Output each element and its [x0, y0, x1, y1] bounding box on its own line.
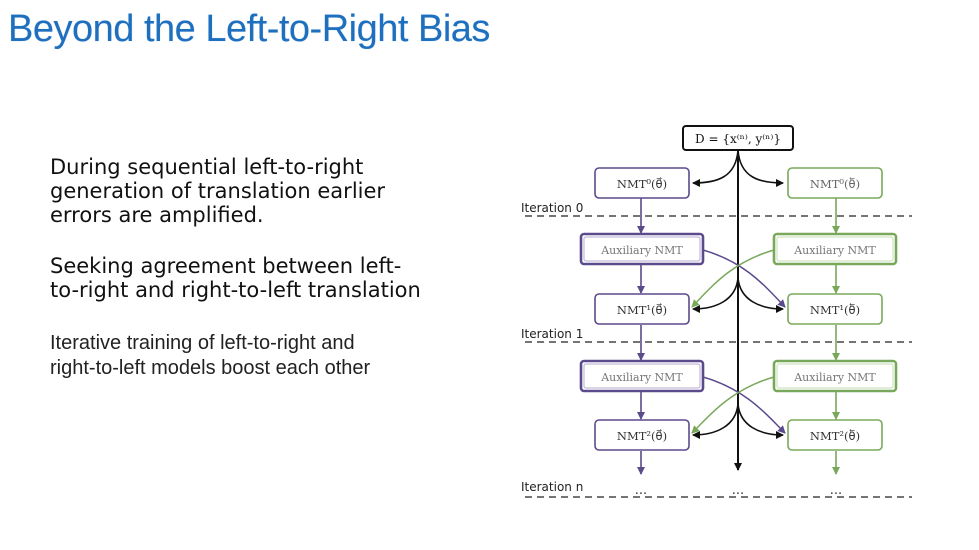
bullet-2: Seeking agreement between left- to-right… [50, 254, 490, 302]
aux-right-to-left-2-cross-arrow [691, 376, 775, 434]
left-model-2-label: NMT²(θ⃗) [617, 428, 667, 443]
right-model-0-box [787, 167, 883, 199]
aux-left-0-label: Auxiliary NMT [600, 244, 683, 257]
aux-right-to-left-1-cross-arrow [691, 249, 775, 308]
left-model-1-label: NMT¹(θ⃗) [617, 302, 667, 317]
aux-right-1-label: Auxiliary NMT [793, 371, 876, 384]
data-to-right-1-arrow [737, 277, 784, 313]
bullet-3-line-2: right-to-left models boost each other [50, 357, 371, 379]
right-model-1-label: NMT¹(θ⃖) [810, 302, 860, 317]
right-model-2-label: NMT²(θ⃖) [810, 428, 860, 443]
center-ellipsis: ... [732, 483, 744, 498]
aux-left-0-box [579, 232, 705, 266]
aux-left-1-label: Auxiliary NMT [600, 371, 683, 384]
bullet-1-line-2: generation of translation earlier [50, 179, 386, 203]
aux-left-to-right-2-cross-arrow [702, 376, 786, 434]
data-to-left-2-arrow [692, 403, 739, 439]
left-ellipsis: ... [635, 483, 647, 498]
bullet-1: During sequential left-to-right generati… [50, 155, 490, 227]
page-title: Beyond the Left-to-Right Bias [8, 8, 490, 50]
aux-right-0-box [772, 232, 898, 266]
bullet-1-line-1: During sequential left-to-right [50, 155, 364, 179]
aux-right-1-box [772, 359, 898, 393]
bullet-3-line-1: Iterative training of left-to-right and [50, 332, 355, 354]
aux-right-0-label: Auxiliary NMT [793, 244, 876, 257]
bullet-3: Iterative training of left-to-right and … [50, 331, 490, 381]
right-model-0-label: NMT⁰(θ⃖) [810, 176, 860, 191]
right-ellipsis: ... [830, 483, 842, 498]
bullet-2-line-2: to-right and right-to-left translation [50, 278, 421, 302]
aux-left-1-box [579, 359, 705, 393]
iteration-0-label: Iteration 0 [521, 201, 583, 215]
left-model-0-label: NMT⁰(θ⃗) [617, 176, 667, 191]
iteration-n-label: Iteration n [521, 480, 583, 494]
bullet-2-line-1: Seeking agreement between left- [50, 254, 402, 278]
data-box-label: D = {x⁽ⁿ⁾, y⁽ⁿ⁾} [695, 132, 781, 146]
right-model-1-box [787, 293, 883, 325]
left-model-1-box [594, 293, 690, 325]
aux-left-to-right-1-cross-arrow [702, 249, 786, 308]
data-to-right-2-arrow [737, 403, 784, 439]
left-model-2-box [594, 419, 690, 451]
bullet-1-line-3: errors are amplified. [50, 203, 264, 227]
bullet-list: During sequential left-to-right generati… [50, 155, 490, 381]
right-model-2-box [787, 419, 883, 451]
data-to-left-1-arrow [692, 277, 739, 313]
data-to-right-0-arrow [737, 149, 784, 187]
iteration-1-label: Iteration 1 [521, 327, 583, 341]
data-to-left-0-arrow [692, 149, 739, 187]
left-model-0-box [594, 167, 690, 199]
